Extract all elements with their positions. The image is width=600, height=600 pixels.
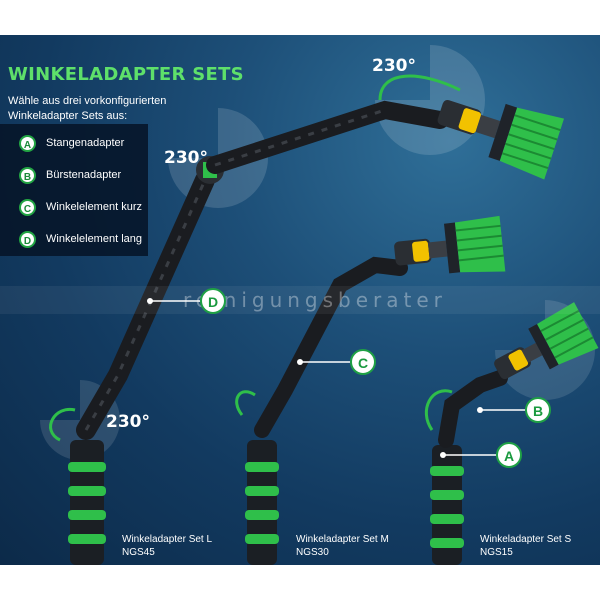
legend-label: Stangenadapter [46, 137, 125, 149]
legend-badge: B [19, 167, 36, 184]
set-l-pole-grip [70, 440, 104, 565]
angle-label-base-l: 230° [106, 412, 150, 432]
set-m-short-arm [254, 256, 408, 438]
set-name: Winkeladapter Set L [122, 534, 213, 545]
legend-label: Winkelelement kurz [46, 201, 142, 213]
callout-d: D [200, 288, 226, 314]
set-l-long-arm [76, 170, 215, 440]
angle-label-head-l: 230° [372, 56, 416, 76]
set-code: NGS45 [122, 547, 155, 558]
intro-text: Wähle aus drei vorkonfigurierten Winkela… [8, 95, 167, 122]
watermark: reinigungsberater [183, 288, 447, 312]
set-label-l: Winkeladapter Set L NGS45 [122, 533, 212, 559]
page-title: WINKELADAPTER SETS [8, 64, 244, 85]
legend-badge: A [19, 135, 36, 152]
legend-label: Bürstenadapter [46, 169, 122, 181]
set-label-s: Winkeladapter Set S NGS15 [480, 533, 571, 559]
set-name: Winkeladapter Set M [296, 534, 389, 545]
legend-badge: D [19, 231, 36, 248]
legend-item: B Bürstenadapter [0, 162, 148, 190]
watermark-band [0, 286, 600, 314]
set-l-tool [49, 74, 565, 565]
set-name: Winkeladapter Set S [480, 534, 572, 545]
bottom-margin [0, 565, 600, 600]
legend-label: Winkelelement lang [46, 233, 142, 245]
legend-item: D Winkelelement lang [0, 226, 148, 254]
callout-b: B [525, 397, 551, 423]
legend-item: C Winkelelement kurz [0, 194, 148, 222]
legend-badge: C [19, 199, 36, 216]
set-m-tool [235, 215, 506, 565]
set-code: NGS15 [480, 547, 513, 558]
component-legend: A Stangenadapter B Bürstenadapter C Wink… [0, 124, 148, 256]
set-s-tool [425, 302, 599, 565]
set-label-m: Winkeladapter Set M NGS30 [296, 533, 389, 559]
legend-item: A Stangenadapter [0, 130, 148, 158]
callout-c: C [350, 349, 376, 375]
angle-label-elbow-l: 230° [164, 148, 208, 168]
set-s-adapter [438, 370, 508, 448]
set-code: NGS30 [296, 547, 329, 558]
set-m-pole-grip [247, 440, 277, 565]
callout-a: A [496, 442, 522, 468]
top-margin [0, 0, 600, 35]
